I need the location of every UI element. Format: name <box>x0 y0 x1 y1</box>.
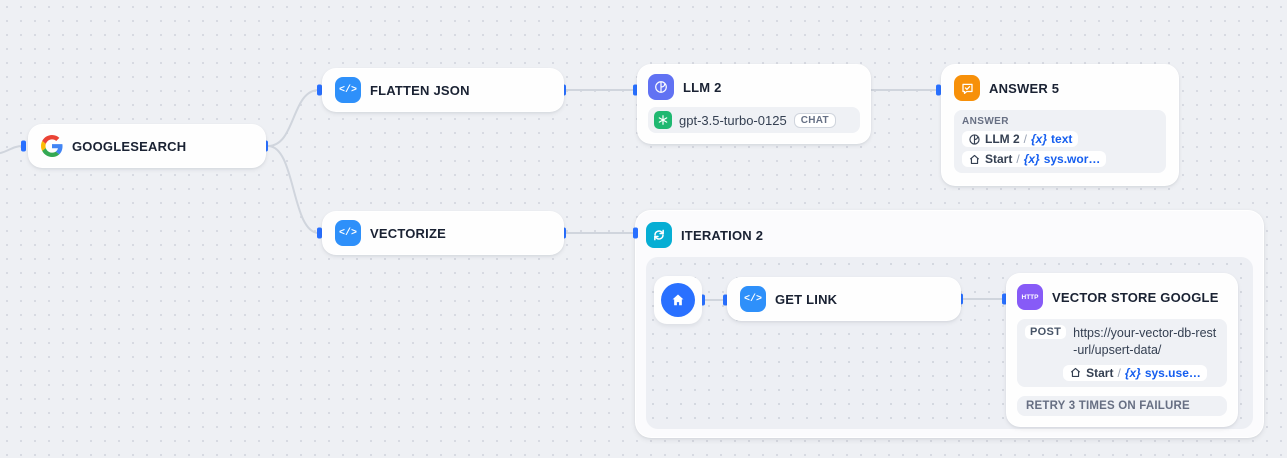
llm-icon <box>648 74 674 100</box>
google-logo-icon <box>41 135 63 157</box>
separator: / <box>1016 152 1020 166</box>
edge-googlesearch-flattenjson[interactable] <box>267 89 320 147</box>
code-icon: </> <box>335 77 361 103</box>
node-googlesearch[interactable]: GOOGLESEARCH <box>28 124 266 168</box>
panel-label: ANSWER <box>962 116 1009 127</box>
node-title: ITERATION 2 <box>681 227 764 243</box>
variable-name: sys.use… <box>1144 365 1201 380</box>
home-icon <box>969 154 980 164</box>
variable-chip[interactable]: Start / {x} sys.wor… <box>962 151 1107 167</box>
variable-source: Start <box>985 152 1013 166</box>
fx-icon: {x} <box>1124 365 1141 380</box>
variable-source: LLM 2 <box>985 132 1020 146</box>
http-icon: HTTP <box>1017 284 1043 310</box>
http-method-badge: POST <box>1025 325 1067 339</box>
request-url: https://your-vector-db-rest-url/upsert-d… <box>1073 326 1217 357</box>
model-mode-badge: CHAT <box>793 112 836 128</box>
node-title: VECTOR STORE GOOGLE <box>1052 289 1219 305</box>
variable-chip[interactable]: LLM 2 / {x} text <box>962 131 1079 147</box>
node-title: VECTORIZE <box>370 225 446 241</box>
model-name: gpt-3.5-turbo-0125 <box>679 112 787 128</box>
handle-googlesearch-in[interactable] <box>21 140 26 152</box>
iteration-loop-icon <box>646 222 672 248</box>
node-vectorize[interactable]: </> VECTORIZE <box>322 211 564 255</box>
node-title: GOOGLESEARCH <box>72 138 187 154</box>
node-iteration-start[interactable] <box>654 276 702 324</box>
node-title: ANSWER 5 <box>989 80 1060 96</box>
node-get-link[interactable]: </> GET LINK <box>727 277 961 321</box>
node-llm-2[interactable]: LLM 2 gpt-3.5-turbo-0125 CHAT <box>637 64 871 144</box>
home-icon <box>1071 368 1081 378</box>
node-title: FLATTEN JSON <box>370 82 470 98</box>
http-request-panel: POST https://your-vector-db-rest-url/ups… <box>1017 319 1227 387</box>
edge-incoming-googlesearch[interactable] <box>0 145 24 155</box>
fx-icon: {x} <box>1023 152 1040 166</box>
model-selector[interactable]: gpt-3.5-turbo-0125 CHAT <box>648 107 860 133</box>
fx-icon: {x} <box>1031 132 1048 146</box>
variable-source: Start <box>1086 365 1114 380</box>
node-title: GET LINK <box>775 291 838 307</box>
separator: / <box>1023 132 1028 146</box>
llm-icon <box>969 133 980 145</box>
answer-icon <box>954 75 980 101</box>
node-flatten-json[interactable]: </> FLATTEN JSON <box>322 68 564 112</box>
variable-chip[interactable]: Start / {x} sys.use… <box>1063 364 1207 381</box>
code-icon: </> <box>740 286 766 312</box>
start-circle <box>661 283 695 317</box>
node-answer-5[interactable]: ANSWER 5 ANSWER LLM 2 / {x} text Start /… <box>941 64 1179 186</box>
node-vector-store-google[interactable]: HTTP VECTOR STORE GOOGLE POST https://yo… <box>1006 273 1238 427</box>
code-icon: </> <box>335 220 361 246</box>
home-icon <box>672 294 684 306</box>
openai-icon <box>654 111 672 129</box>
node-title: LLM 2 <box>683 79 722 95</box>
retry-badge: RETRY 3 TIMES ON FAILURE <box>1017 395 1227 416</box>
variable-name: text <box>1051 132 1073 146</box>
variable-name: sys.wor… <box>1043 152 1101 166</box>
separator: / <box>1117 365 1121 380</box>
edge-googlesearch-vectorize[interactable] <box>267 145 320 234</box>
answer-variables-panel: ANSWER LLM 2 / {x} text Start / {x} sys.… <box>954 110 1166 173</box>
